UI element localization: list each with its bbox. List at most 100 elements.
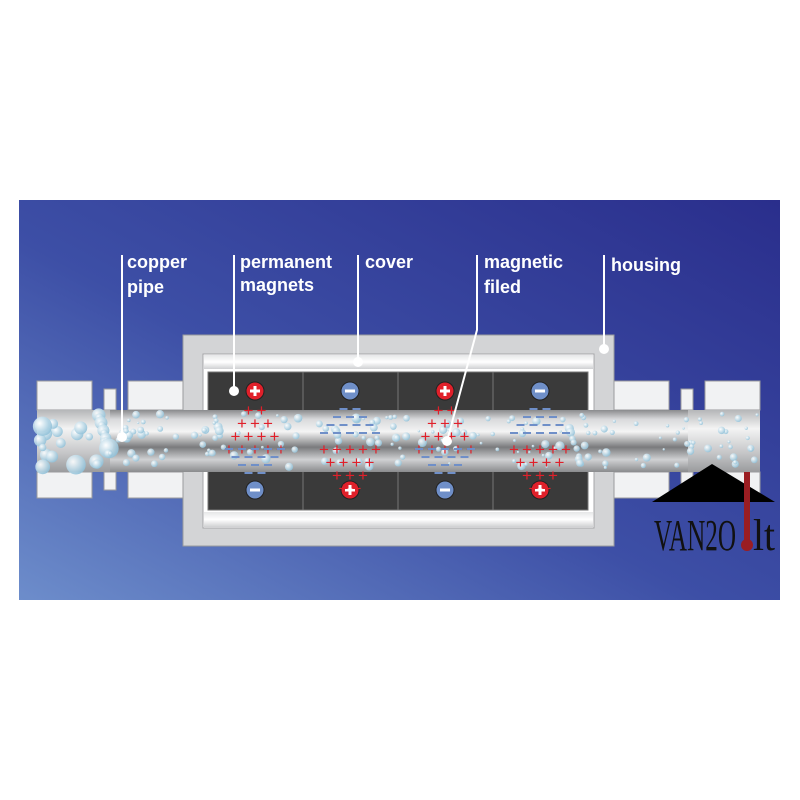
bubble (198, 433, 202, 437)
bubble (147, 448, 155, 456)
negative-charge (264, 464, 272, 466)
bubble (212, 414, 218, 420)
bubble (683, 417, 689, 423)
pole-sign (535, 389, 545, 393)
bubble (130, 428, 137, 435)
label-filed: filed (484, 277, 521, 297)
pole-sign (443, 386, 447, 396)
negative-charge (352, 424, 361, 426)
positive-charge: + (231, 427, 241, 446)
bubble (46, 450, 59, 463)
negative-charge (510, 432, 518, 434)
bubble (456, 417, 465, 425)
positive-charge: + (332, 466, 342, 485)
bubble (576, 459, 584, 467)
positive-charge: + (257, 427, 267, 446)
bubble (584, 453, 592, 461)
cover-stripe-bottom (204, 512, 593, 527)
negative-charge (441, 448, 449, 450)
bubble (74, 421, 88, 435)
negative-charge (244, 456, 253, 458)
bubble (531, 444, 535, 448)
bubble (235, 430, 241, 436)
negative-charge (264, 448, 272, 450)
bubble (283, 422, 292, 431)
bubble (246, 448, 253, 456)
bubble (541, 453, 545, 457)
positive-charge: + (263, 414, 273, 433)
negative-charge (346, 416, 354, 418)
bubble (545, 465, 548, 469)
pole-sign (253, 386, 257, 396)
positive-charge: + (339, 479, 349, 498)
bubble (108, 451, 113, 456)
negative-charge (238, 464, 246, 466)
bubble (609, 429, 615, 435)
bubble (658, 436, 662, 440)
bubble (351, 413, 361, 423)
positive-charge: + (447, 401, 457, 420)
bubble (452, 428, 461, 437)
bubble (364, 461, 374, 471)
positive-charge: + (358, 440, 368, 459)
positive-charge: + (339, 453, 349, 472)
bubble (541, 440, 550, 449)
bubble (442, 419, 451, 429)
bubble (208, 449, 216, 457)
bubble (559, 416, 566, 423)
negative-charge (339, 424, 348, 426)
bubble (524, 421, 528, 426)
bubble (448, 462, 451, 465)
negative-charge (529, 408, 538, 410)
bubble (388, 415, 394, 420)
positive-charge: + (548, 466, 558, 485)
bubble (431, 430, 435, 434)
label-permanent: permanent (240, 252, 332, 272)
bubble (315, 420, 323, 428)
bubble (717, 426, 726, 435)
bubble (559, 429, 562, 433)
bubble (333, 430, 342, 439)
bubble (570, 439, 577, 446)
bubble (580, 441, 589, 450)
bubble (674, 462, 680, 468)
bubble (140, 419, 146, 425)
bubble (469, 431, 477, 440)
bubble (441, 448, 449, 456)
positive-charge: + (542, 453, 552, 472)
pole-sign (348, 485, 352, 495)
positive-charge: + (244, 427, 254, 446)
negative-charge (231, 456, 240, 458)
positive-charge: + (332, 440, 342, 459)
positive-charge: + (421, 427, 431, 446)
negative-charge (529, 424, 538, 426)
bubble (665, 423, 670, 428)
bubble (697, 417, 702, 422)
bubble (144, 431, 149, 436)
bubble (212, 421, 216, 425)
negative-charge (346, 432, 354, 434)
bubble (642, 453, 651, 462)
bubble (127, 449, 136, 458)
bubble (352, 431, 359, 438)
bubble (506, 419, 511, 424)
bubble (165, 416, 169, 420)
positive-charge: + (345, 466, 355, 485)
negative-charge (467, 448, 475, 450)
bubble (137, 426, 145, 434)
bubble (512, 458, 517, 463)
bubble (417, 429, 421, 433)
positive-charge: + (535, 440, 545, 459)
bubble (214, 426, 224, 436)
cover-stripe-top (204, 355, 593, 369)
positive-charge: + (555, 453, 565, 472)
negative-charge (352, 408, 361, 410)
positive-charge: + (427, 414, 437, 433)
bubble (586, 430, 591, 436)
bubble (32, 416, 53, 436)
negative-charge (454, 464, 462, 466)
bubble (212, 434, 219, 441)
bubble (524, 462, 528, 467)
negative-charge (536, 432, 544, 434)
